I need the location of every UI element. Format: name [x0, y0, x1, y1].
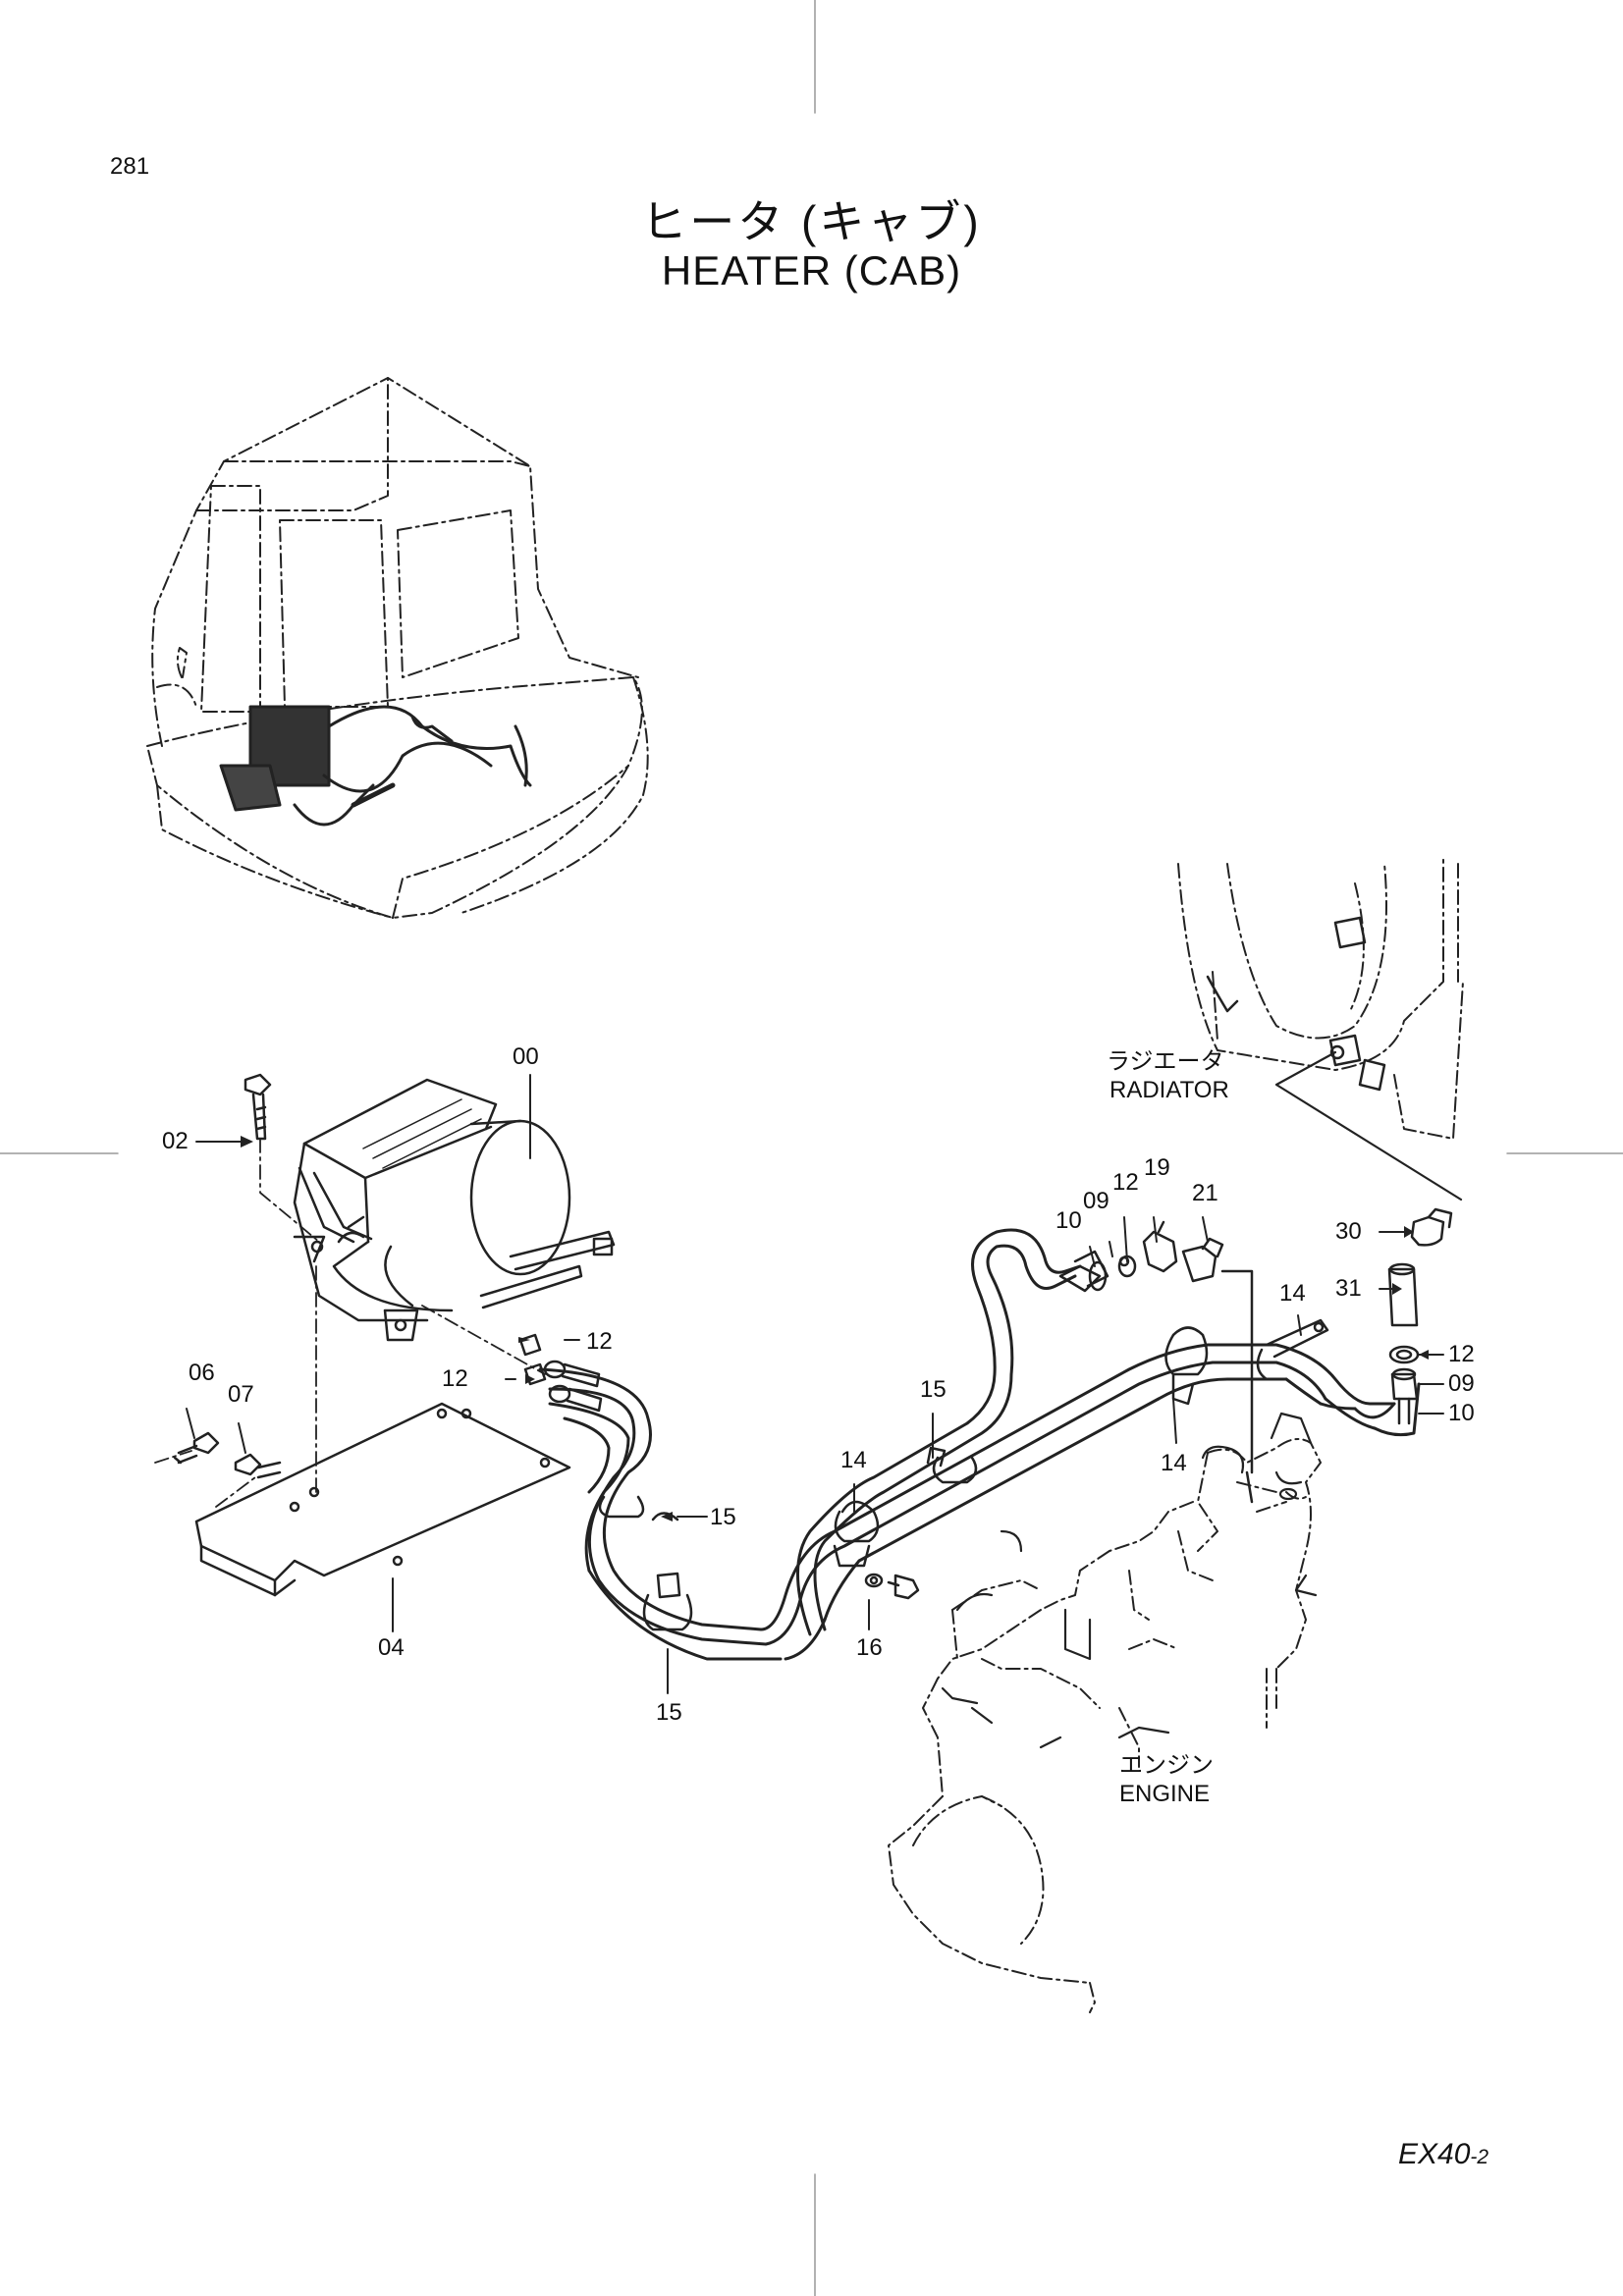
callout-12-heater-lower: 12: [442, 1365, 468, 1392]
callout-15-left: 15: [710, 1504, 736, 1530]
callout-14-right: 14: [1279, 1280, 1306, 1307]
bolt-06-07: [173, 1431, 282, 1479]
footer-model-name: EX40: [1398, 2138, 1471, 2170]
callout-leaders: [186, 1074, 1444, 1694]
callout-15-bottom: 15: [656, 1699, 682, 1726]
engine-outline: [888, 1438, 1322, 2013]
hose-connectors-heater: [518, 1333, 603, 1413]
radiator-outline: [1177, 858, 1464, 1140]
callout-10-right: 10: [1448, 1400, 1475, 1426]
callout-09-right: 09: [1448, 1370, 1475, 1397]
callout-15-middle: 15: [920, 1376, 947, 1403]
callout-12-heater-upper: 12: [586, 1328, 613, 1355]
callout-06: 06: [189, 1360, 215, 1386]
hose-clamps: [598, 1318, 1329, 1631]
footer-model-suffix: -2: [1470, 2146, 1489, 2168]
radiator-leader: [1274, 1050, 1463, 1201]
callout-12-upper: 12: [1112, 1169, 1139, 1196]
mounting-leaders: [154, 1138, 546, 1508]
footer-model: EX40-2: [1398, 2138, 1488, 2171]
callout-19: 19: [1144, 1154, 1170, 1181]
excavator-heater-unit: [219, 705, 532, 827]
radiator-fittings: [1206, 916, 1386, 1092]
radiator-label-jp: ラジエータ: [1107, 1048, 1224, 1075]
callout-21: 21: [1192, 1180, 1218, 1206]
callout-12-right: 12: [1448, 1341, 1475, 1367]
bolt-16: [864, 1573, 920, 1600]
callout-30: 30: [1335, 1218, 1362, 1245]
callout-04: 04: [378, 1634, 405, 1661]
radiator-label-en: RADIATOR: [1109, 1077, 1229, 1103]
callout-16: 16: [856, 1634, 883, 1661]
bolt-02: [243, 1073, 272, 1141]
fittings-right: [1387, 1207, 1453, 1425]
callout-07: 07: [228, 1381, 254, 1408]
callout-31: 31: [1335, 1275, 1362, 1302]
page-title-jp: ヒータ (キャブ): [641, 196, 982, 247]
callout-09-upper: 09: [1083, 1188, 1109, 1214]
page-title-en: HEATER (CAB): [661, 247, 962, 294]
callout-14-middle: 14: [1161, 1450, 1187, 1476]
callout-10-upper: 10: [1055, 1207, 1082, 1234]
callout-arrows: [241, 1136, 1429, 1522]
bracket-plate-04: [194, 1402, 571, 1597]
engine-parts: [941, 1412, 1318, 1749]
engine-label-en: ENGINE: [1119, 1781, 1211, 1807]
callout-02: 02: [162, 1128, 189, 1154]
engine-label-jp: エンジン: [1119, 1752, 1214, 1779]
excavator-overview: [146, 377, 649, 919]
heater-unit-00: [293, 1078, 616, 1342]
page-number: 281: [110, 153, 150, 180]
callout-14-left: 14: [840, 1447, 867, 1473]
hoses: [538, 1228, 1421, 1661]
callout-00: 00: [513, 1043, 539, 1070]
